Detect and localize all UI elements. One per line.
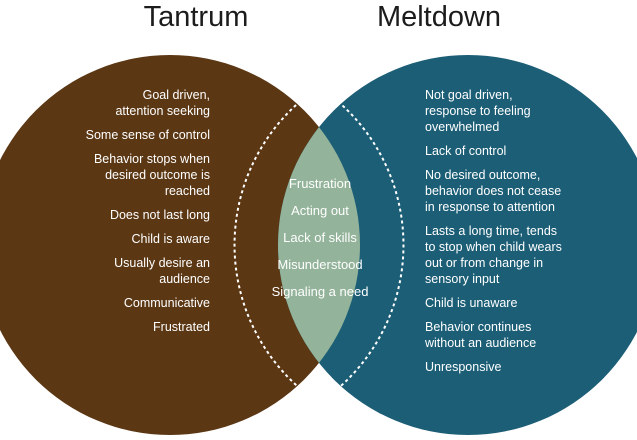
tantrum-trait: Communicative bbox=[123, 296, 210, 310]
meltdown-title: Meltdown bbox=[376, 1, 502, 33]
tantrum-circle bbox=[0, 55, 360, 435]
shared-trait: Lack of skills bbox=[283, 230, 357, 245]
shared-trait: Signaling a need bbox=[271, 284, 369, 299]
shared-trait: Misunderstood bbox=[277, 257, 363, 272]
tantrum-title: Tantrum bbox=[143, 1, 249, 33]
shared-trait: Frustration bbox=[288, 176, 352, 191]
tantrum-trait: Some sense of control bbox=[85, 128, 210, 142]
overlap-border bbox=[233, 85, 405, 405]
meltdown-trait: Unresponsive bbox=[425, 360, 502, 374]
tantrum-trait: Frustrated bbox=[153, 320, 210, 334]
shared-trait: Acting out bbox=[291, 203, 349, 218]
meltdown-circle bbox=[278, 55, 637, 435]
meltdown-trait: No desired outcome,behavior does not cea… bbox=[425, 168, 562, 214]
tantrum-trait: Child is aware bbox=[131, 232, 210, 246]
meltdown-trait: Lack of control bbox=[425, 144, 507, 158]
tantrum-trait: Does not last long bbox=[109, 208, 210, 222]
meltdown-trait: Child is unaware bbox=[425, 296, 518, 310]
tantrum-trait: Goal driven,attention seeking bbox=[115, 88, 210, 118]
